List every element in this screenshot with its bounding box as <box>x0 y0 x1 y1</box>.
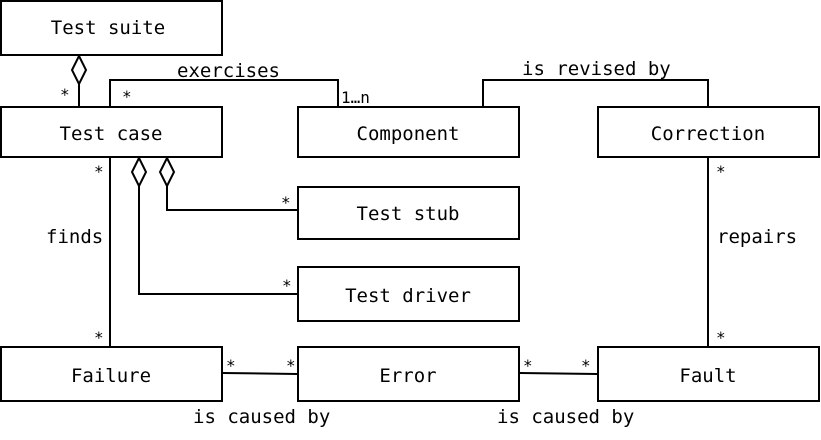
label-failure-error: is caused by <box>193 406 330 428</box>
association-is-revised-by: is revised by <box>482 58 709 106</box>
aggregation-testcase-driver: * <box>130 155 297 295</box>
class-component-label: Component <box>357 123 460 145</box>
class-correction-label: Correction <box>651 123 765 145</box>
label-exercises: exercises <box>177 60 280 82</box>
mult-failure-finds: * <box>94 328 104 347</box>
class-failure[interactable]: Failure <box>0 346 223 402</box>
association-error-fault: is caused by * * <box>497 356 634 428</box>
class-test-driver[interactable]: Test driver <box>297 266 520 322</box>
association-exercises: exercises * 1…n <box>109 60 370 107</box>
class-test-stub[interactable]: Test stub <box>297 186 520 240</box>
mult-testcase-finds: * <box>94 162 104 181</box>
class-fault-label: Fault <box>679 365 736 387</box>
class-test-suite[interactable]: Test suite <box>0 0 223 56</box>
mult-suite-testcase: * <box>60 85 70 104</box>
association-line-failure-error <box>222 372 298 375</box>
mult-error-failure: * <box>286 356 296 375</box>
label-is-revised-by: is revised by <box>522 58 671 80</box>
association-failure-error: is caused by * * <box>193 356 330 428</box>
mult-correction-repairs: * <box>716 162 726 181</box>
class-error[interactable]: Error <box>297 346 520 402</box>
mult-component-exercises: 1…n <box>341 88 370 107</box>
class-test-case-label: Test case <box>60 123 163 145</box>
class-fault[interactable]: Fault <box>597 346 820 402</box>
aggregation-suite-testcase: * <box>60 53 88 106</box>
aggregation-diamond-stub <box>158 155 176 189</box>
mult-error-fault: * <box>523 356 533 375</box>
aggregation-diamond-suite <box>70 53 88 87</box>
class-test-driver-label: Test driver <box>345 285 471 307</box>
label-error-fault: is caused by <box>497 406 634 428</box>
class-error-label: Error <box>379 365 436 387</box>
mult-failure-error: * <box>226 356 236 375</box>
mult-driver: * <box>282 276 292 295</box>
aggregation-diamond-driver <box>130 155 148 189</box>
class-test-suite-label: Test suite <box>51 17 165 39</box>
mult-fault-repairs: * <box>716 328 726 347</box>
association-line-exercises <box>109 79 339 106</box>
association-repairs: repairs * * <box>707 158 797 347</box>
aggregation-line-stub <box>166 186 297 211</box>
class-failure-label: Failure <box>71 365 151 387</box>
class-test-stub-label: Test stub <box>357 203 460 225</box>
mult-fault-error: * <box>581 356 591 375</box>
aggregation-line-driver <box>138 186 297 295</box>
label-repairs: repairs <box>717 226 797 248</box>
class-test-case[interactable]: Test case <box>0 106 223 158</box>
association-line-revised <box>482 79 709 106</box>
label-finds: finds <box>46 226 103 248</box>
mult-testcase-exercises: * <box>122 87 132 106</box>
class-component[interactable]: Component <box>297 106 520 158</box>
aggregation-testcase-stub: * <box>158 155 297 212</box>
class-correction[interactable]: Correction <box>597 106 820 158</box>
association-finds: finds * * <box>46 158 111 347</box>
association-line-error-fault <box>519 372 598 375</box>
mult-stub: * <box>281 193 291 212</box>
